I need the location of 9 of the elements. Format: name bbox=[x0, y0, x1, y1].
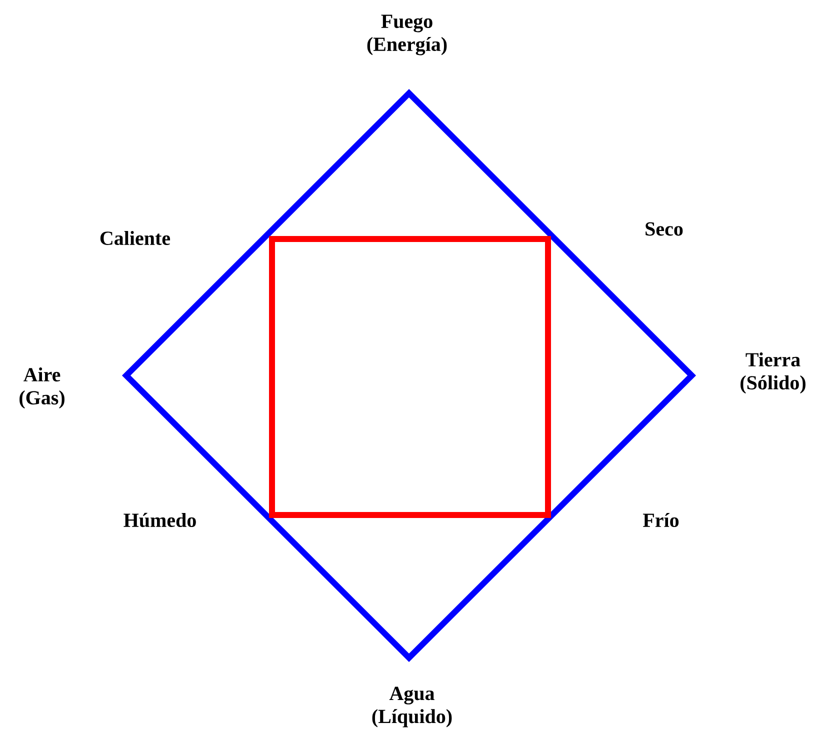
element-label: Seco bbox=[646, 222, 683, 236]
element-label: Húmedo bbox=[124, 512, 196, 528]
element-label: Aire (Gas) bbox=[20, 367, 64, 409]
element-label: Agua (Líquido) bbox=[372, 686, 452, 728]
element-label: Tierra (Sólido) bbox=[740, 352, 806, 394]
element-label: Frío bbox=[643, 512, 679, 528]
element-label: Fuego (Energía) bbox=[367, 14, 447, 56]
element-label: Caliente bbox=[100, 230, 170, 246]
square-outline bbox=[269, 236, 551, 518]
